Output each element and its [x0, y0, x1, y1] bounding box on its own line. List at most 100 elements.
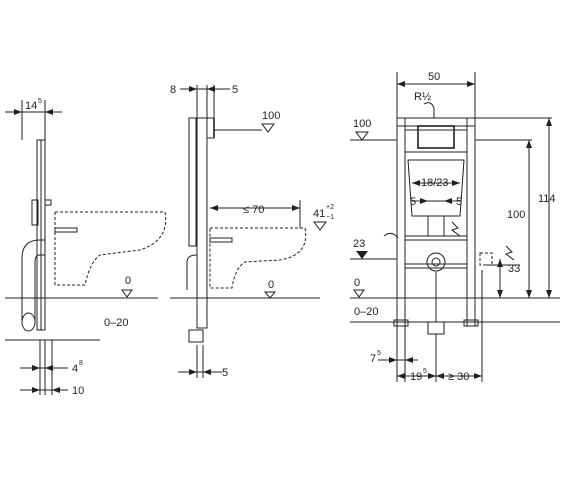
arrow-icon	[207, 86, 215, 92]
level-triangle-icon	[261, 123, 275, 133]
water-supply-icon	[383, 232, 399, 239]
frame-right	[466, 117, 476, 327]
flush-pipe	[209, 237, 233, 243]
arrow-icon	[412, 180, 420, 186]
arrow-icon	[14, 109, 22, 115]
cistern-side	[188, 117, 197, 247]
front-view: R½ 50 100 114 100 18/23 5 5	[350, 71, 560, 383]
flush-pipe	[54, 227, 78, 233]
cistern-body	[407, 159, 465, 217]
floor-range: 0–20	[354, 306, 378, 318]
floor-range-label: 0–20	[104, 317, 128, 329]
top-left-label: 8	[170, 84, 176, 96]
offset-right: 5	[456, 196, 462, 208]
actuator-plate	[206, 117, 215, 139]
arrow-icon	[452, 180, 460, 186]
offset-left: 5	[410, 196, 416, 208]
bottom-b-label: 19	[410, 371, 422, 383]
level-triangle-icon	[121, 289, 133, 298]
actuator-frame	[404, 129, 468, 153]
height-114-label: 114	[538, 193, 556, 205]
arrow-icon	[526, 140, 532, 148]
electrical-symbol-icon	[450, 221, 461, 237]
arrow-icon	[420, 198, 428, 204]
level-100-left: 100	[353, 118, 371, 130]
level-triangle-icon	[356, 251, 368, 259]
arrow-icon	[474, 373, 482, 379]
arrow-icon	[210, 205, 218, 211]
arrow-icon	[444, 198, 452, 204]
arrow-icon	[526, 290, 532, 298]
side-view-1: 14 5 0 0–20 4 8 10	[5, 98, 167, 397]
bottom-a-label: 7	[370, 353, 376, 365]
bowl-height-label: 41	[313, 208, 325, 220]
level-triangle-icon	[263, 291, 277, 299]
arrow-icon	[405, 357, 413, 363]
foot-right	[463, 319, 479, 327]
width-label: 50	[428, 71, 440, 83]
bottom-b-label: 10	[72, 385, 84, 397]
cross-bar	[404, 263, 468, 269]
drain-opening	[21, 312, 36, 332]
bottom-b-sup: 5	[423, 368, 427, 375]
supply-label: R½	[414, 91, 431, 103]
level-33: 33	[508, 263, 520, 275]
arrow-icon	[45, 365, 53, 371]
actuator-plate	[417, 125, 455, 149]
drain-pipe	[186, 254, 198, 290]
drain-connector	[426, 252, 446, 272]
bowl-outline	[54, 211, 167, 286]
arrow-icon	[467, 81, 475, 87]
frame-profile	[196, 117, 208, 329]
drain-outlet	[427, 321, 445, 335]
bottom-c-label: ≥ 30	[448, 371, 469, 383]
drain-connector-inner	[431, 257, 441, 267]
bottom-a-label: 4	[72, 363, 78, 375]
side-view-2: 8 5 100 ≤ 70 41 +2 −1 0 5	[170, 84, 334, 379]
frame-left	[396, 117, 406, 327]
foot-left	[393, 319, 409, 327]
level-triangle-icon	[313, 221, 327, 231]
arrow-icon	[397, 81, 405, 87]
bottom-label: 5	[222, 367, 228, 379]
electrical-symbol-icon	[504, 245, 515, 261]
arrow-icon	[189, 86, 197, 92]
arrow-icon	[45, 109, 53, 115]
level-triangle-icon	[353, 289, 365, 298]
bottom-a-sup: 5	[377, 350, 381, 357]
flush-pipe	[427, 215, 445, 237]
water-supply-icon	[423, 102, 435, 118]
cistern-side	[31, 199, 39, 226]
arrow-icon	[292, 205, 300, 211]
arrow-icon	[203, 369, 211, 375]
arrow-icon	[546, 290, 552, 298]
frame-top	[396, 117, 476, 127]
arrow-icon	[397, 373, 405, 379]
arrow-icon	[497, 290, 503, 298]
level-triangle-icon	[355, 131, 369, 141]
bracket	[44, 199, 52, 206]
reach-label: ≤ 70	[243, 204, 264, 216]
depth-label: 14	[25, 100, 37, 112]
arrow-icon	[428, 373, 436, 379]
arrow-icon	[32, 387, 40, 393]
foot-plate	[188, 329, 204, 343]
arrow-icon	[189, 369, 197, 375]
floor-label: 0	[268, 279, 274, 291]
bottom-a-sup: 8	[79, 360, 83, 367]
level-23: 23	[353, 238, 365, 250]
socket-outline	[479, 252, 493, 266]
floor-offset-label: 0	[125, 275, 131, 287]
floor-label: 0	[354, 277, 360, 289]
center-label: 18/23	[421, 177, 449, 189]
height-label: 100	[262, 110, 280, 122]
depth-sup: 5	[38, 98, 42, 105]
arrow-icon	[389, 357, 397, 363]
bowl-height-sub: −1	[326, 214, 334, 221]
arrow-icon	[52, 387, 60, 393]
top-right-label: 5	[232, 84, 238, 96]
bowl-outline	[209, 227, 307, 289]
drain-pipe	[21, 239, 46, 322]
cross-bar	[404, 235, 468, 241]
